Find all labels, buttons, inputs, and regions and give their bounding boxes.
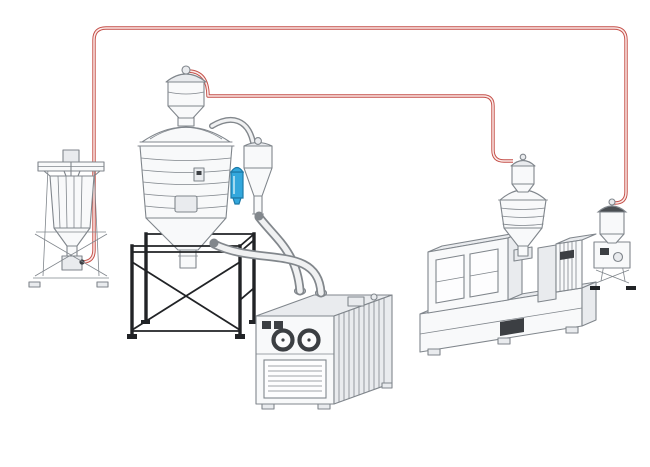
- frame-cross-braces: [130, 260, 242, 332]
- drying-hopper: Insulated central drying hopper Vacuum h…: [137, 65, 235, 269]
- imm-base-seam: [419, 307, 583, 335]
- pipe-core: [81, 27, 627, 263]
- guard-window-right: [469, 248, 499, 298]
- valve-body: [230, 171, 244, 199]
- cyclone-inlet-pipe-inner: [210, 118, 255, 144]
- guard-window-right-sill: [469, 270, 499, 277]
- machine-hopper-bands: [500, 207, 546, 226]
- guard-window-left: [435, 254, 465, 304]
- moving-platen: [537, 244, 557, 303]
- hopper-cone: [145, 217, 227, 251]
- station-foot-left: [28, 281, 41, 288]
- dryer-foot-left: [261, 403, 275, 410]
- side-vacuum-station: Vacuum pump / dosing station: [590, 198, 636, 290]
- unit-loader-body: [599, 211, 625, 235]
- hopper-loader: Vacuum hopper loader on drying hopper: [165, 65, 207, 119]
- hopper-access-plate: [174, 195, 198, 213]
- big-bag: [49, 175, 95, 229]
- frame-foot-left: [127, 334, 137, 339]
- dryer-vent-slot-1: [262, 321, 271, 329]
- gauge-needle-left: [281, 338, 285, 342]
- valve-bottom: [232, 197, 242, 205]
- guard-window-left-sill: [435, 276, 465, 283]
- imm-base-slot: [500, 318, 524, 336]
- hose-collar-hopper: [209, 238, 219, 248]
- big-bag-station: Big-bag unloading station with suction b…: [28, 149, 109, 288]
- cyclone-cap: [254, 137, 262, 145]
- station-rear-legs: [42, 167, 100, 277]
- machine-loader-lid: [510, 159, 536, 167]
- return-air-hose-inner: [256, 214, 303, 294]
- loader-lid: [165, 73, 207, 83]
- pipe-casing: [188, 69, 513, 163]
- machine-loader-body: [511, 165, 535, 185]
- imm-foot-3: [565, 326, 579, 334]
- injection-molding-machine: Injection molding machine: [419, 231, 597, 356]
- machine-hopper-outlet: [517, 245, 529, 257]
- loader-cone: [167, 105, 205, 119]
- cabinet-slot: [560, 249, 574, 260]
- dryer-louver-lines: [268, 365, 322, 392]
- imm-foot-1: [427, 348, 441, 356]
- pipe-core: [188, 70, 513, 162]
- machine-hopper-body: [499, 199, 547, 229]
- imm-base-side: [581, 281, 597, 327]
- frame-rear-legs: [144, 232, 256, 322]
- conveying-line-top-loop: Vacuum conveying line - top loop from bi…: [81, 26, 628, 264]
- cyclone-dust-tube: [253, 195, 263, 215]
- frame-foot-right: [235, 334, 245, 339]
- dome-seam: [149, 127, 223, 140]
- hopper-bands: [140, 157, 232, 209]
- conveying-line-to-machine: Material conveying line from drying hopp…: [188, 69, 513, 163]
- frame-bottom-rail: [131, 286, 256, 332]
- process-air-hoses: Process air hoses between dryer and hopp…: [209, 211, 328, 298]
- frame-front-legs: [130, 244, 242, 336]
- hopper-outlet-tube: [179, 249, 197, 269]
- dryer-top-box: [347, 296, 365, 307]
- station-foot-right: [96, 281, 109, 288]
- frame-rear-foot-right: [249, 320, 258, 324]
- valve-top: [229, 166, 245, 173]
- station-braces: [595, 269, 630, 284]
- unit-panel-slot: [600, 248, 609, 255]
- hopper-dome: [141, 126, 231, 143]
- bag-straps: [43, 170, 101, 177]
- hopper-collar: [137, 141, 235, 147]
- hoist-trolley: [62, 149, 80, 163]
- dryer-side-louvers: [338, 297, 385, 403]
- unit-body: [593, 241, 631, 269]
- dehumidifying-dryer: Dehumidifying dryer unit with gauges: [255, 293, 393, 410]
- cyclone-cone: [243, 167, 273, 197]
- unit-loader-cap: [608, 198, 616, 206]
- unit-loader-lid: [596, 205, 628, 213]
- cyclone-body: [243, 145, 273, 169]
- station-foot-left: [590, 286, 600, 290]
- unit-motor: [612, 251, 624, 263]
- machine-loader-cap: [519, 153, 527, 161]
- loader-cap: [181, 65, 191, 75]
- gauge-needle-right: [307, 338, 311, 342]
- imm-foot-2: [497, 337, 511, 345]
- dryer-foot-side: [381, 382, 393, 389]
- machine-loader: Material receiver on machine hopper: [510, 153, 536, 193]
- cyclone-separator: Cyclone dust separator: [209, 116, 273, 215]
- bag-pleats: [57, 175, 83, 229]
- slide-valve: Blue discharge slide valve: [229, 166, 245, 205]
- machine-hopper-dryer: Drying hopper mounted on molding machine…: [498, 153, 548, 262]
- station-cross-braces: [34, 233, 108, 277]
- hopper-label-mark: [196, 171, 202, 175]
- station-rails: [33, 231, 109, 279]
- cabinet-ribs: [559, 240, 577, 292]
- dryer-top-stub: [370, 293, 378, 301]
- dryer-vent-slot-2: [274, 321, 283, 329]
- supply-air-hose-inner: [211, 241, 324, 296]
- hose-collar-cyclone: [254, 211, 264, 221]
- station-foot-right: [626, 286, 636, 290]
- dryer-foot-right: [317, 403, 331, 410]
- bag-discharge-cone: [53, 227, 91, 247]
- loader-band: [167, 91, 205, 95]
